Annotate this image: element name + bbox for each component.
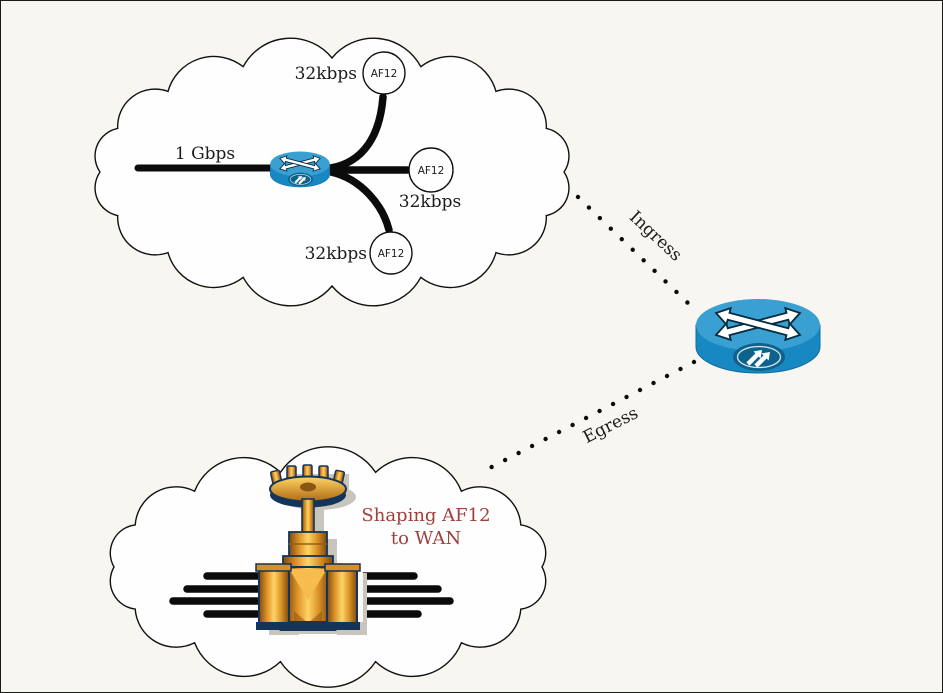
lan-router-icon [269, 151, 331, 188]
shaping-caption-line1: Shaping AF12 [361, 505, 490, 526]
af12-label-top: AF12 [371, 68, 398, 80]
uplink-rate-label: 1 Gbps [175, 144, 235, 164]
ingress-label: Ingress [625, 207, 686, 265]
af12-label-middle: AF12 [418, 165, 445, 177]
ingress-dotted-line [575, 194, 693, 308]
rate-label-middle: 32kbps [399, 192, 461, 212]
shaping-caption-line2: to WAN [391, 528, 461, 549]
egress-dotted-line [479, 359, 697, 475]
af12-node-middle [408, 147, 454, 193]
valve-icon [255, 464, 363, 631]
rate-label-bottom: 32kbps [305, 244, 367, 264]
egress-label: Egress [580, 403, 642, 448]
branch-line-top [327, 93, 387, 172]
branch-line-bottom [327, 168, 393, 234]
rate-label-top: 32kbps [295, 64, 357, 84]
af12-label-bottom: AF12 [378, 248, 405, 260]
core-router-icon [695, 298, 821, 374]
af12-node-top [362, 51, 406, 95]
af12-node-bottom [369, 231, 413, 275]
